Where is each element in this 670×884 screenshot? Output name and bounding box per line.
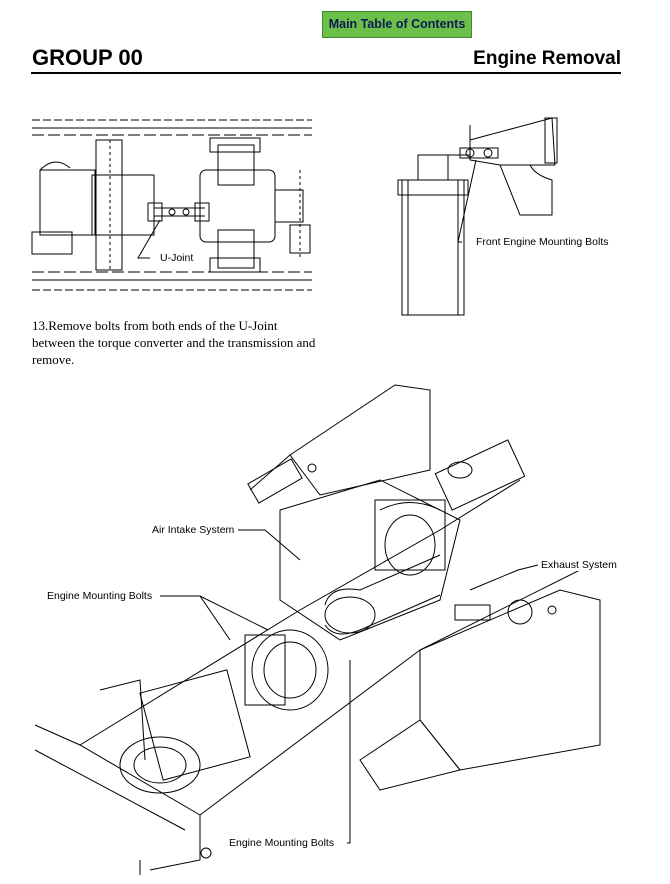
mount-bolts-left-label: Engine Mounting Bolts (47, 590, 153, 602)
step-text: Remove bolts from both ends of the U-Joi… (32, 318, 316, 367)
engine-drawing (34, 384, 601, 875)
ujoint-label: U-Joint (160, 252, 194, 264)
air-intake-label: Air Intake System (152, 524, 235, 536)
mount-drawing (397, 117, 558, 316)
section-title: Engine Removal (473, 48, 621, 69)
header-rule (31, 72, 621, 74)
step-13: 13.Remove bolts from both ends of the U-… (32, 317, 322, 368)
mount-bolts-bottom-label: Engine Mounting Bolts (229, 837, 335, 849)
ujoint-drawing (31, 119, 312, 291)
front-mount-label: Front Engine Mounting Bolts (476, 236, 609, 248)
step-number: 13. (32, 318, 49, 333)
exhaust-label: Exhaust System (541, 559, 617, 571)
group-title: GROUP 00 (32, 45, 143, 70)
main-toc-button[interactable]: Main Table of Contents (322, 11, 472, 38)
